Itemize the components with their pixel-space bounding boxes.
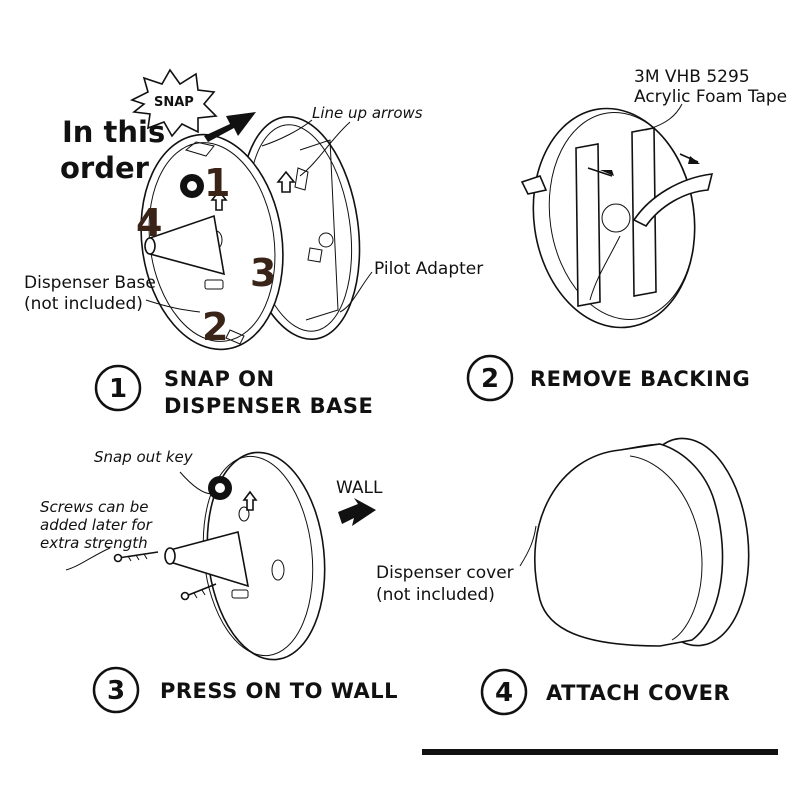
push-direction-arrow bbox=[204, 112, 256, 142]
step4-illustration bbox=[519, 437, 750, 647]
callout-tape-line2: Acrylic Foam Tape bbox=[634, 87, 787, 107]
sequence-number-3: 3 bbox=[250, 251, 276, 295]
step1-illustration bbox=[140, 112, 373, 351]
callout-screws-line2: added later for bbox=[40, 516, 153, 534]
step3-number-circle bbox=[92, 666, 140, 714]
step2-heading: 2 REMOVE BACKING bbox=[466, 354, 750, 402]
foam-tape-strip-left bbox=[575, 143, 601, 307]
step4-title: ATTACH COVER bbox=[546, 681, 730, 705]
step1-title-line2: DISPENSER BASE bbox=[164, 394, 373, 418]
step4-number-circle bbox=[480, 668, 528, 716]
step1-heading: 1 SNAP ON DISPENSER BASE bbox=[94, 364, 373, 418]
step3-heading: 3 PRESS ON TO WALL bbox=[92, 666, 398, 714]
callout-screws-line3: extra strength bbox=[40, 534, 148, 552]
step2-number-circle bbox=[466, 354, 514, 402]
snap-burst-text: SNAP bbox=[154, 95, 194, 110]
step3-title: PRESS ON TO WALL bbox=[160, 679, 398, 703]
adapter-leader-line bbox=[339, 271, 373, 313]
step2-number: 2 bbox=[481, 364, 499, 394]
step3-number: 3 bbox=[107, 676, 125, 706]
wall-direction-arrow bbox=[338, 498, 376, 526]
bottom-rule bbox=[422, 749, 778, 755]
arrows-leader-line bbox=[261, 119, 313, 147]
callout-cover-line1: Dispenser cover bbox=[376, 563, 514, 583]
step2-title: REMOVE BACKING bbox=[530, 367, 750, 391]
step1-number: 1 bbox=[109, 374, 127, 404]
dispenser-cover-shape bbox=[534, 443, 724, 647]
step4-number: 4 bbox=[495, 678, 513, 708]
sequence-number-1: 1 bbox=[204, 161, 230, 205]
callout-snap-out-key: Snap out key bbox=[94, 448, 194, 466]
snap-burst: SNAP bbox=[129, 68, 218, 138]
tape-leader-line bbox=[645, 103, 683, 131]
callout-dispenser-base-line2: (not included) bbox=[24, 294, 143, 314]
step1-number-circle bbox=[94, 364, 142, 412]
callout-screws-line1: Screws can be bbox=[40, 498, 148, 516]
sequence-number-2: 2 bbox=[202, 305, 228, 349]
tape-backing-peel bbox=[632, 173, 714, 228]
cover-leader-line bbox=[519, 525, 537, 567]
sequence-number-4: 4 bbox=[136, 201, 162, 245]
step2-illustration bbox=[520, 103, 714, 329]
screws-leader-line bbox=[65, 547, 111, 571]
screw-upper bbox=[117, 551, 159, 559]
key-leader-line bbox=[179, 471, 213, 495]
callout-pilot-adapter: Pilot Adapter bbox=[374, 259, 483, 279]
callout-tape-line1: 3M VHB 5295 bbox=[634, 67, 750, 87]
dispenser-base-illustration bbox=[140, 133, 284, 351]
base-leader-line bbox=[145, 299, 201, 313]
step1-title-line1: SNAP ON bbox=[164, 367, 275, 391]
wall-label: WALL bbox=[336, 478, 383, 498]
callout-dispenser-base-line1: Dispenser Base bbox=[24, 273, 156, 293]
order-note-line1: In this bbox=[62, 115, 165, 149]
step3-illustration bbox=[65, 451, 326, 661]
step4-heading: 4 ATTACH COVER bbox=[480, 668, 730, 716]
order-note-line2: order bbox=[60, 151, 150, 185]
screw-lower bbox=[185, 583, 217, 597]
callout-cover-line2: (not included) bbox=[376, 585, 495, 605]
callout-line-up-arrows: Line up arrows bbox=[312, 104, 423, 122]
